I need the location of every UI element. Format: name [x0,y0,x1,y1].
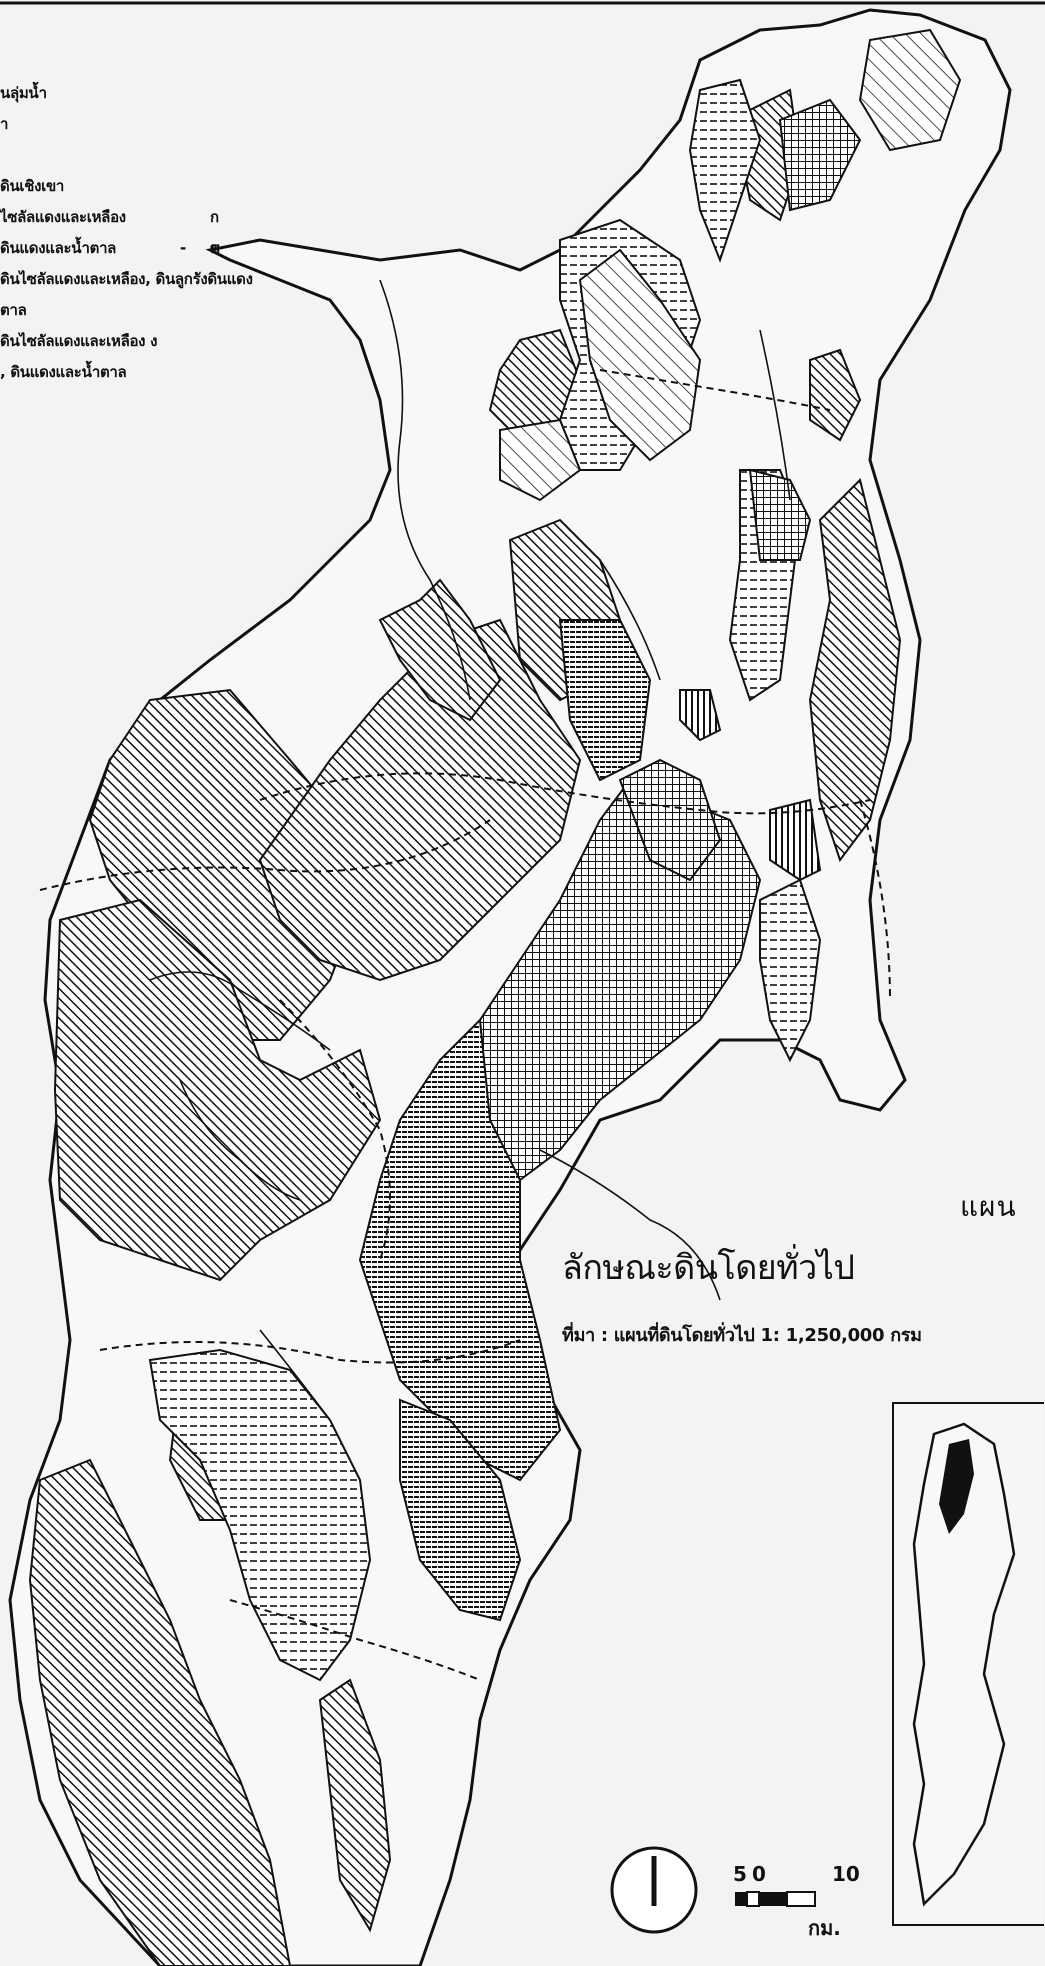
legend-item: ดินไซลัลแดงและเหลือง ง [0,332,158,350]
soil-zones [28,28,962,1966]
legend-item: า [0,115,9,133]
map-source: ที่มา : แผนที่ดินโดยทั่วไป 1: 1,250,000 … [562,1325,922,1346]
legend-item: นลุ่มน้ำ [0,84,47,102]
inset-map-graphic [912,1422,1016,1907]
legend-item: ดินแดงและน้ำตาล [0,239,117,257]
scale-bar-graphic [735,1891,816,1907]
map-legend: นลุ่มน้ำ า ดินเชิงเขา ไซลัลแดงและเหลืองก… [0,78,260,388]
legend-item: ดินไซลัลแดงและเหลือง, ดินลูกรังดินแดง [0,270,253,288]
north-arrow-icon [610,1846,698,1934]
legend-item: ดินเชิงเขา [0,177,65,195]
inset-map [892,1402,1044,1926]
legend-item: , ดินแดงและน้ำตาล [0,363,127,381]
province-boundaries [39,369,891,1681]
rivers [149,279,791,1421]
legend-item: ตาล [0,301,27,319]
map-title: ลักษณะดินโดยทั่วไป [562,1248,855,1288]
map-title-cut: แผน [960,1190,1017,1223]
legend-item: ไซลัลแดงและเหลืองก [0,208,219,226]
